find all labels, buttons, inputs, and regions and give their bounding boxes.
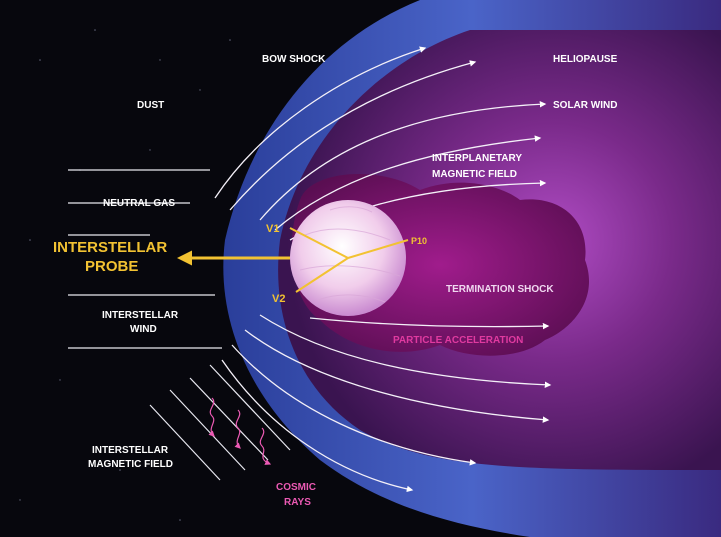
interstellar-magnetic-field-label-1: INTERSTELLAR	[92, 445, 169, 456]
interstellar-probe-label-2: PROBE	[85, 258, 138, 275]
interstellar-magnetic-field-label-2: MAGNETIC FIELD	[88, 459, 173, 470]
neutral-gas-label: NEUTRAL GAS	[103, 198, 175, 209]
probe-trajectories	[177, 227, 409, 293]
cosmic-rays-label-1: COSMIC	[276, 482, 316, 493]
dust-label: DUST	[137, 100, 164, 111]
solar-wind-label: SOLAR WIND	[553, 100, 617, 111]
sun-texture	[299, 206, 401, 303]
v1-label: V1	[266, 223, 279, 235]
interstellar-wind-label-1: INTERSTELLAR	[102, 310, 179, 321]
particle-acceleration-label: PARTICLE ACCELERATION	[393, 335, 523, 346]
magnetic-field-label-1: INTERPLANETARY	[432, 153, 522, 164]
bow-shock-label: BOW SHOCK	[262, 54, 326, 65]
cosmic-ray-paths	[208, 397, 272, 465]
interstellar-wind-lines	[68, 169, 222, 349]
v2-label: V2	[272, 293, 285, 305]
flow-lines	[214, 46, 552, 493]
cosmic-rays-label-2: RAYS	[284, 497, 311, 508]
interstellar-probe-label-1: INTERSTELLAR	[53, 239, 167, 256]
p10-label: P10	[411, 236, 427, 246]
interstellar-magnetic-field-lines	[149, 364, 291, 481]
heliopause-label: HELIOPAUSE	[553, 54, 618, 65]
termination-shock-label: TERMINATION SHOCK	[446, 284, 554, 295]
interstellar-wind-label-2: WIND	[130, 324, 157, 335]
magnetic-field-label-2: MAGNETIC FIELD	[432, 169, 517, 180]
